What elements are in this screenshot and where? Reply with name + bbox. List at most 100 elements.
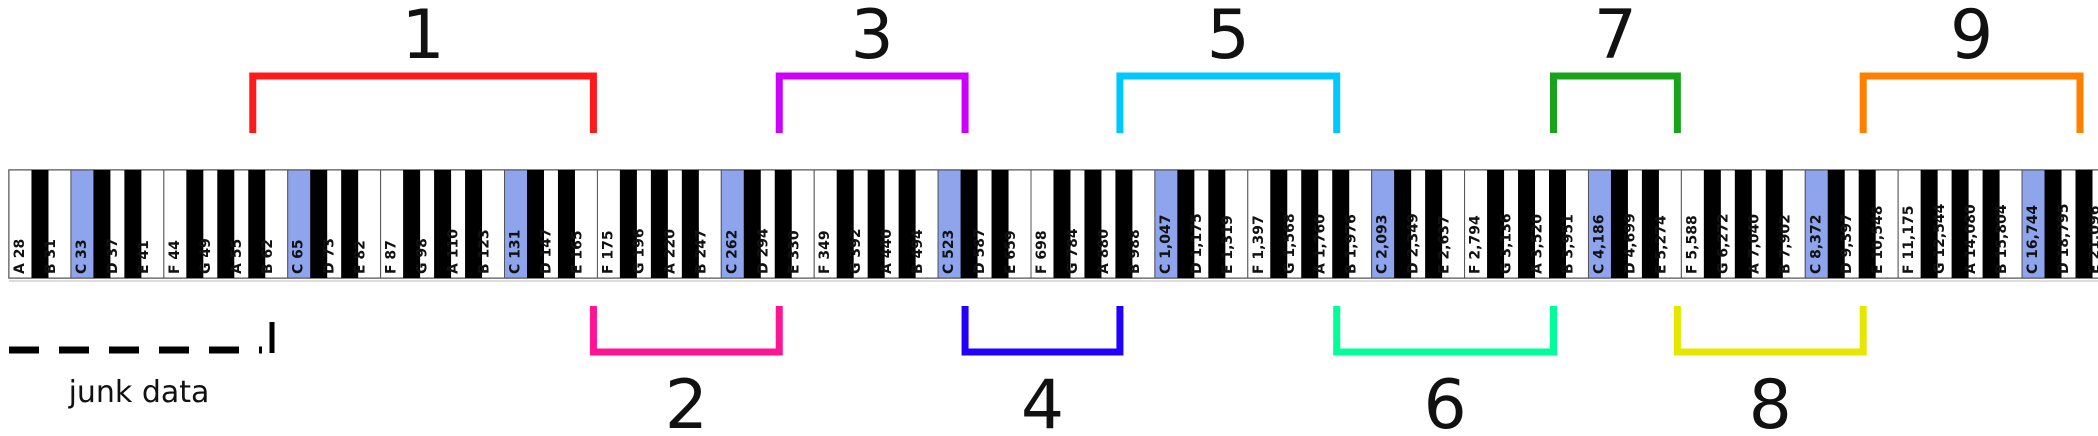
black-key — [341, 170, 359, 278]
black-key — [1858, 170, 1876, 278]
black-key — [434, 170, 452, 278]
key-label: C 8,372 — [1808, 215, 1824, 274]
key-label: A 55 — [229, 239, 245, 274]
key-label: C 2,093 — [1375, 215, 1391, 274]
range-number-6: 6 — [1423, 366, 1466, 436]
black-key — [93, 170, 111, 278]
black-key — [465, 170, 483, 278]
key-label: D 18,795 — [2056, 203, 2072, 274]
key-label: E 21,096 — [2087, 206, 2098, 274]
black-key — [960, 170, 978, 278]
key-label: A 220 — [662, 229, 678, 274]
black-key — [1518, 170, 1536, 278]
black-key — [1703, 170, 1721, 278]
black-key — [650, 170, 668, 278]
black-key — [403, 170, 421, 278]
key-label: C 131 — [508, 230, 524, 274]
black-key — [1610, 170, 1628, 278]
black-key — [2044, 170, 2062, 278]
black-key — [526, 170, 544, 278]
key-label: G 49 — [198, 238, 214, 274]
key-label: E 1,319 — [1220, 215, 1236, 274]
key-label: C 262 — [724, 230, 740, 274]
key-label: B 15,804 — [1994, 204, 2010, 274]
key-label: A 14,080 — [1963, 204, 1979, 274]
range-number-9: 9 — [1950, 0, 1993, 75]
black-key — [1920, 170, 1938, 278]
black-key — [31, 170, 49, 278]
range-bracket-3 — [775, 72, 969, 133]
key-label: D 9,397 — [1839, 213, 1855, 274]
key-label: A 28 — [12, 239, 28, 274]
key-label: G 784 — [1065, 228, 1081, 274]
key-label: F 1,397 — [1251, 215, 1267, 274]
key-label: B 3,951 — [1561, 214, 1577, 274]
range-number-2: 2 — [665, 366, 708, 436]
key-label: F 175 — [600, 230, 616, 274]
key-label: A 110 — [446, 229, 462, 274]
black-key — [310, 170, 328, 278]
black-key — [867, 170, 885, 278]
black-key — [1425, 170, 1443, 278]
key-label: E 659 — [1003, 230, 1019, 274]
range-number-3: 3 — [851, 0, 894, 75]
key-label: A 7,040 — [1746, 214, 1762, 274]
black-key — [619, 170, 637, 278]
key-label: C 33 — [74, 239, 90, 274]
key-label: E 2,637 — [1437, 215, 1453, 274]
key-label: C 65 — [291, 239, 307, 274]
key-label: D 294 — [755, 228, 771, 274]
key-label: D 2,349 — [1406, 213, 1422, 274]
black-key — [1549, 170, 1566, 278]
key-label: G 3,136 — [1499, 213, 1515, 274]
black-key — [898, 170, 916, 278]
key-label: B 247 — [693, 229, 709, 274]
black-key — [1208, 170, 1226, 278]
black-key — [1982, 170, 2000, 278]
key-label: B 494 — [910, 229, 926, 274]
black-key — [681, 170, 699, 278]
black-key — [743, 170, 761, 278]
key-label: F 349 — [817, 230, 833, 274]
key-label: F 2,794 — [1468, 215, 1484, 274]
key-label: E 165 — [569, 230, 585, 274]
key-label: F 5,588 — [1684, 215, 1700, 274]
black-key — [1115, 170, 1133, 278]
key-label: E 330 — [786, 230, 802, 274]
range-bracket-8 — [1673, 306, 1867, 356]
black-key — [1734, 170, 1752, 278]
range-bracket-6 — [1333, 306, 1557, 356]
key-label: F 698 — [1034, 230, 1050, 274]
range-bracket-4 — [961, 306, 1124, 356]
black-key — [1177, 170, 1195, 278]
range-number-1: 1 — [401, 0, 444, 75]
key-label: D 147 — [538, 228, 554, 274]
key-label: F 87 — [384, 240, 400, 274]
key-label: B 7,902 — [1777, 214, 1793, 274]
key-label: D 4,699 — [1622, 213, 1638, 274]
black-key — [1394, 170, 1412, 278]
range-number-5: 5 — [1207, 0, 1250, 75]
key-label: E 41 — [136, 240, 152, 274]
black-key — [1765, 170, 1783, 278]
black-key — [1951, 170, 1969, 278]
key-label: F 44 — [167, 240, 183, 274]
key-label: D 37 — [105, 238, 121, 274]
key-label: C 4,186 — [1591, 215, 1607, 274]
key-label: G 98 — [415, 238, 431, 274]
black-key — [217, 170, 235, 278]
key-label: E 10,548 — [1870, 206, 1886, 274]
junk-data-marker: junk data — [9, 322, 275, 410]
key-label: G 1,568 — [1282, 213, 1298, 274]
black-key — [1053, 170, 1071, 278]
key-label: A 1,760 — [1313, 214, 1329, 274]
black-key — [836, 170, 854, 278]
key-label: C 1,047 — [1158, 215, 1174, 274]
range-number-7: 7 — [1594, 0, 1637, 75]
key-label: A 3,520 — [1530, 214, 1546, 274]
key-label: B 123 — [477, 229, 493, 274]
range-bracket-7 — [1550, 72, 1681, 133]
